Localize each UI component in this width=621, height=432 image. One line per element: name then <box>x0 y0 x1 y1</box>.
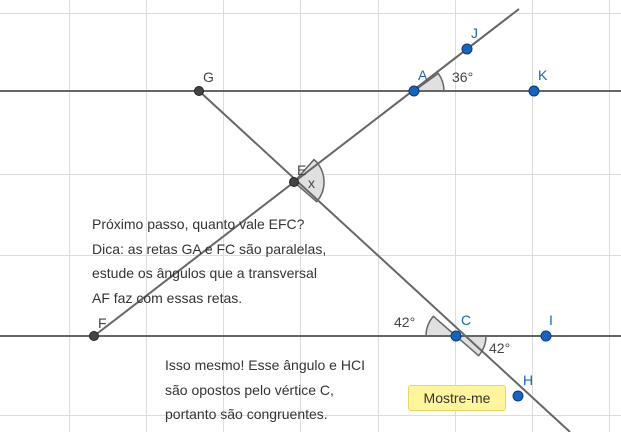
label-g: G <box>203 69 214 85</box>
answer-line: são opostos pelo vértice C, <box>165 381 334 398</box>
line-af <box>93 8 520 337</box>
label-k: K <box>538 67 548 83</box>
label-h: H <box>523 372 534 388</box>
hint-line: Próximo passo, quanto vale EFC? <box>92 216 305 232</box>
line-gh <box>198 90 571 432</box>
point-k[interactable] <box>528 85 540 97</box>
label-j: J <box>471 25 478 41</box>
answer-line: Isso mesmo! Esse ângulo e HCI <box>165 357 365 373</box>
hint-line: Dica: as retas GA e FC são paralelas, <box>92 240 327 257</box>
point-g[interactable] <box>194 86 204 96</box>
angle-e-label: x <box>308 175 315 191</box>
point-a[interactable] <box>408 85 420 97</box>
label-f: F <box>98 315 107 331</box>
point-h[interactable] <box>512 390 524 402</box>
show-me-button[interactable]: Mostre-me <box>408 385 506 411</box>
label-c: C <box>461 312 472 328</box>
angle-a-label: 36° <box>452 69 474 85</box>
label-a: A <box>418 67 428 83</box>
point-i[interactable] <box>540 330 552 342</box>
hint-line: AF faz com essas retas. <box>92 289 243 306</box>
angle-c-right-label: 42° <box>489 340 511 356</box>
angle-c-left-label: 42° <box>394 314 416 330</box>
point-c[interactable] <box>450 330 462 342</box>
point-j[interactable] <box>461 43 473 55</box>
answer-line: portanto são congruentes. <box>165 406 328 422</box>
hint-text: Próximo passo, quanto vale EFC? Dica: as… <box>92 212 326 310</box>
hint-line: estude os ângulos que a transversal <box>92 265 317 281</box>
point-f[interactable] <box>89 331 99 341</box>
answer-text: Isso mesmo! Esse ângulo e HCI são oposto… <box>165 353 365 427</box>
point-e[interactable] <box>289 177 299 187</box>
label-i: I <box>549 312 553 328</box>
label-e: E <box>297 162 307 178</box>
